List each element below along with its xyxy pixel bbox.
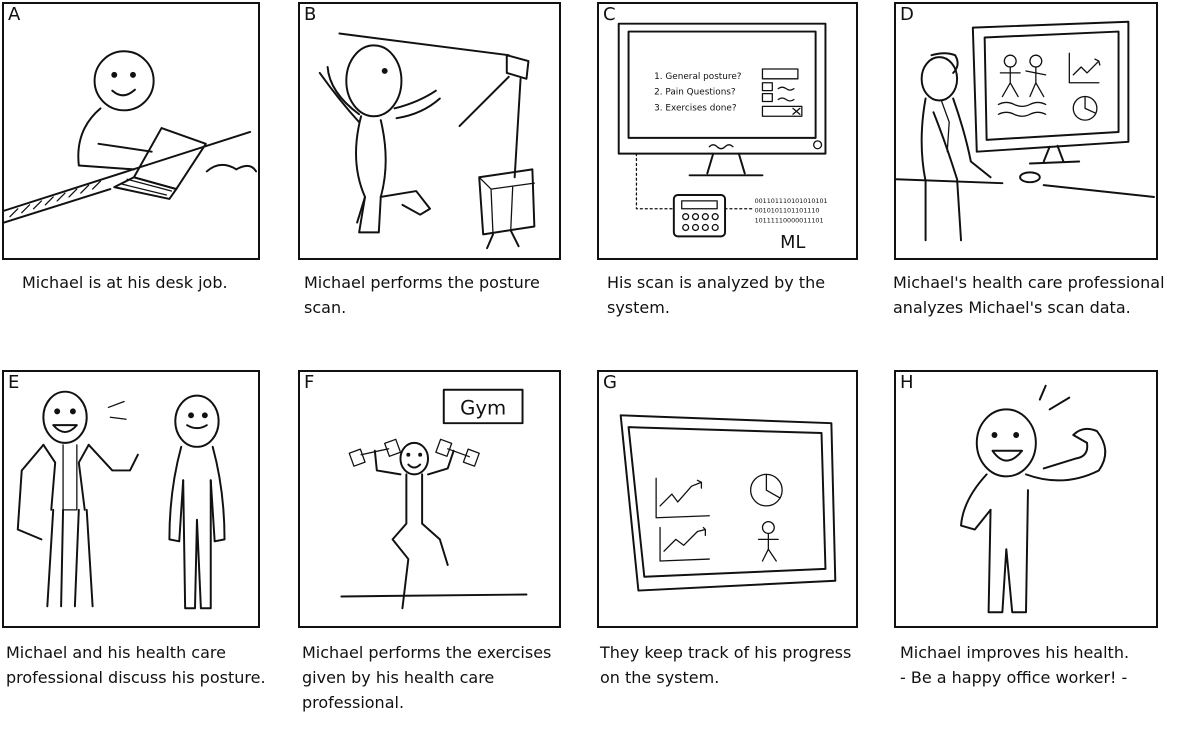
screen-item-pain-questions: 2. Pain Questions? [654,88,736,98]
panel-f-caption: Michael performs the exercises given by … [302,643,552,712]
panel-g-caption: They keep track of his progress on the s… [600,643,852,687]
panel-d: D [894,2,1158,260]
panel-f: F Gym [298,370,561,628]
progress-tracking-illustration [619,414,837,592]
panel-e: E [2,370,260,628]
screen-item-general-posture: 1. General posture? [654,72,742,82]
panel-a: A [2,2,260,260]
system-analysis-illustration: 1. General posture? 2. Pain Questions? 3… [617,22,828,253]
professional-analysis-illustration [896,20,1155,242]
discussion-illustration [16,390,226,610]
panel-letter: F [304,372,315,393]
desk-worker-illustration [4,50,258,224]
panel-letter: D [900,4,914,25]
panel-g: G [597,370,858,628]
binary-line-2: 0010101101101110 [755,207,820,215]
panel-letter: G [603,372,617,393]
panel-b-caption: Michael performs the posture scan. [304,273,540,317]
panel-letter: A [8,4,21,25]
gym-exercise-illustration: Gym [340,388,528,610]
panel-e-caption: Michael and his health care professional… [6,643,266,687]
panel-h: H [894,370,1158,628]
ml-label: ML [780,233,805,253]
panel-letter: B [304,4,317,25]
posture-scan-illustration [318,32,536,250]
happy-worker-illustration [960,384,1107,614]
panel-h-caption: Michael improves his health. - Be a happ… [900,643,1130,687]
panel-letter: H [900,372,914,393]
screen-item-exercises-done: 3. Exercises done? [654,103,737,113]
panel-letter: E [8,372,20,393]
panel-c: C 1. General posture? 2. Pain Questions?… [597,2,858,260]
binary-line-3: 10111110000011101 [755,217,824,225]
panel-c-caption: His scan is analyzed by the system. [607,273,826,317]
panel-a-caption: Michael is at his desk job. [22,273,228,292]
binary-line-1: 001101110101010101 [755,197,828,205]
panel-d-caption: Michael's health care professional analy… [893,273,1165,317]
gym-sign: Gym [460,396,506,419]
panel-letter: C [603,4,616,25]
panel-b: B [298,2,561,260]
